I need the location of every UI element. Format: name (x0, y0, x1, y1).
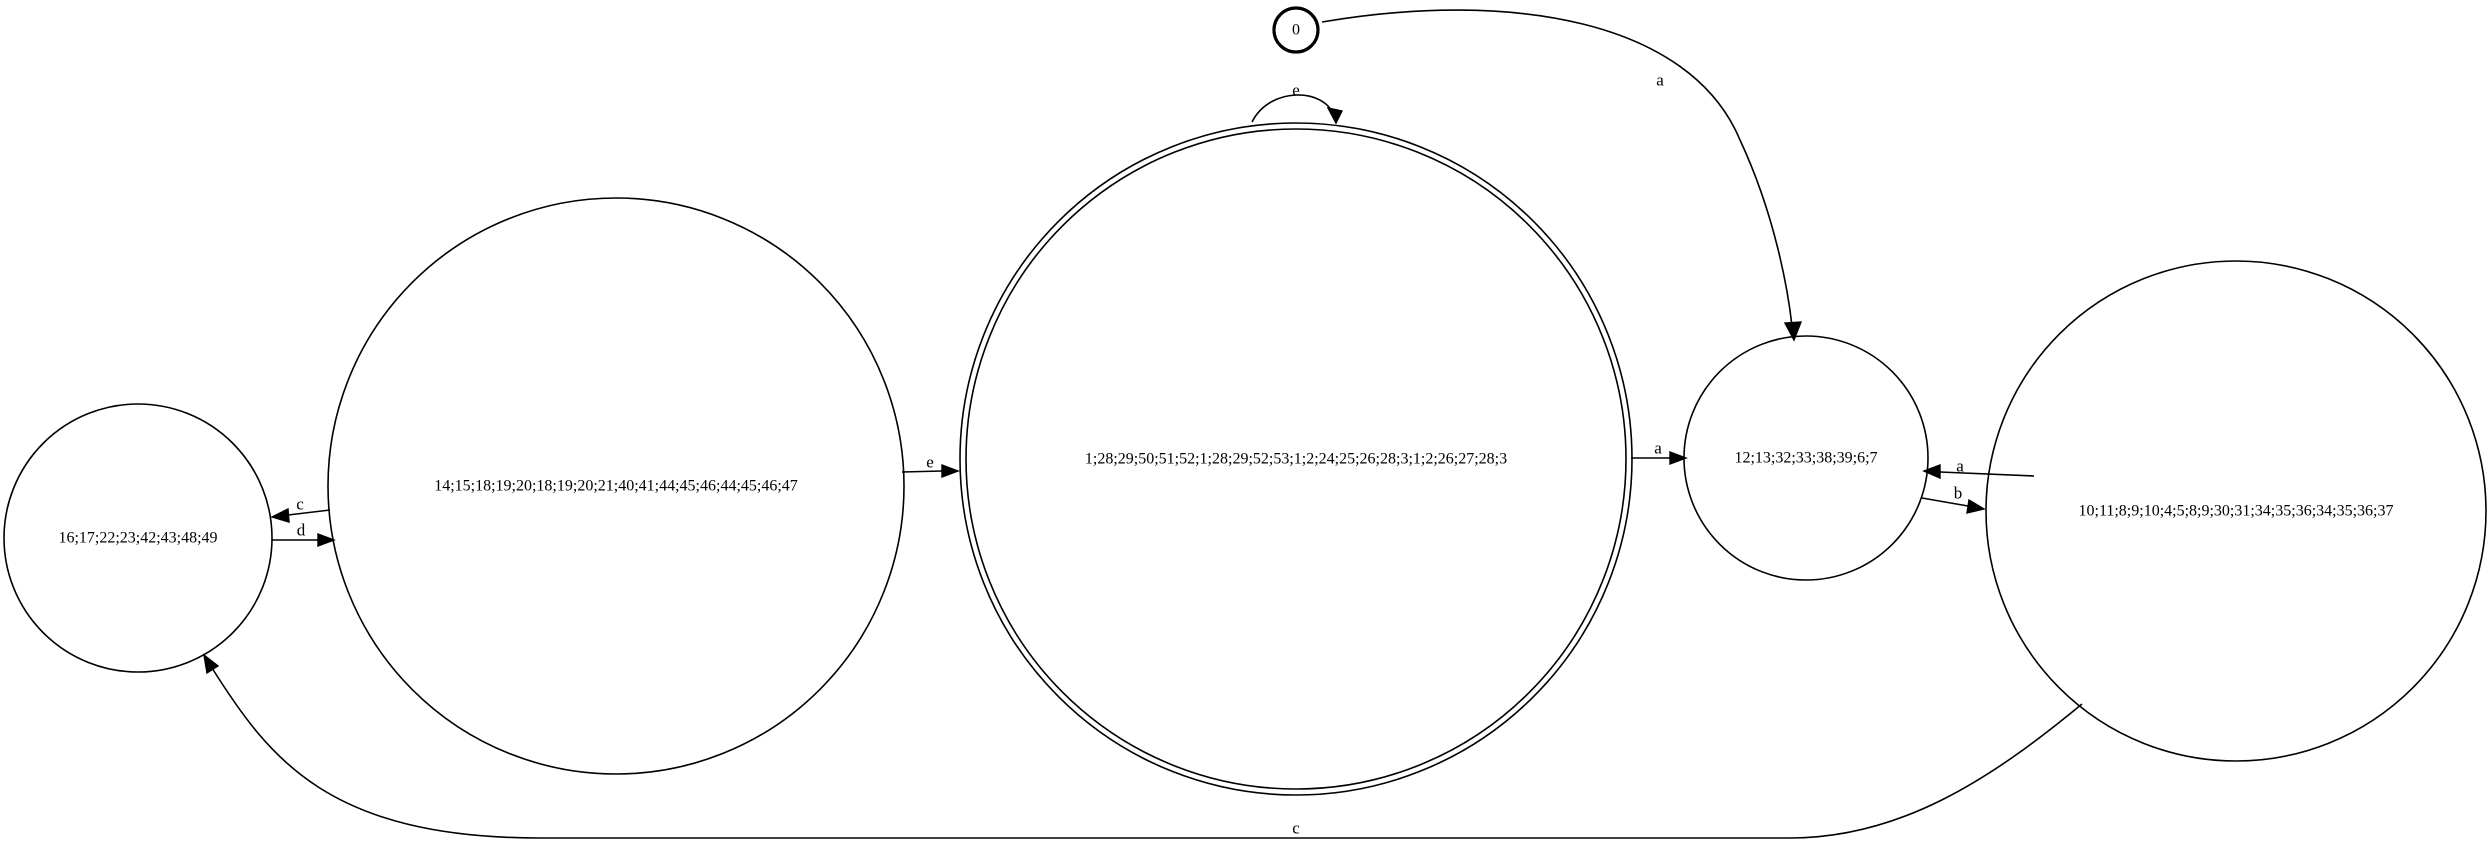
node-start[interactable]: 0 (1272, 6, 1320, 54)
edge-n10-to-n16 (211, 667, 2083, 839)
node-n1-inner-shape (965, 128, 1627, 790)
arrowhead-n12-to-n10 (1966, 498, 1986, 514)
arrowhead-start-to-n12 (1783, 321, 1803, 342)
node-n12[interactable]: 12;13;32;33;38;39;6;7 (1683, 335, 1929, 581)
node-n14-shape (327, 197, 905, 775)
edge-label-n14-to-n1: e (926, 453, 934, 472)
arrowhead-n1-loop (1326, 106, 1344, 125)
node-n16-shape (3, 403, 273, 673)
node-start-shape (1272, 6, 1320, 54)
arrowhead-n16-to-n14 (317, 532, 336, 548)
edge-label-n16-to-n14: d (297, 521, 306, 540)
edge-label-n1-to-n12: a (1654, 439, 1662, 458)
edge-n12-to-n10 (1921, 497, 1969, 507)
node-n10-label: 10;11;8;9;10;4;5;8;9;30;31;34;35;36;34;3… (2079, 503, 2394, 520)
arrowhead-n14-to-n1 (941, 463, 960, 479)
node-n14[interactable]: 14;15;18;19;20;18;19;20;21;40;41;44;45;4… (327, 197, 905, 775)
arrowhead-n1-to-n12 (1669, 450, 1688, 466)
node-n16[interactable]: 16;17;22;23;42;43;48;49 (3, 403, 273, 673)
edge-n10-to-n12 (1939, 471, 2035, 477)
edge-start-to-n12 (1321, 9, 1793, 327)
arrowhead-n10-to-n16 (203, 653, 220, 675)
edge-label-start-to-n12: a (1656, 71, 1664, 90)
node-start-label: 0 (1292, 22, 1300, 39)
arrowhead-n14-to-n16 (270, 507, 290, 523)
node-n12-shape (1683, 335, 1929, 581)
edge-label-n1-loop: e (1292, 81, 1300, 100)
edge-label-n10-to-n16: c (1292, 819, 1300, 838)
arrowhead-n10-to-n12 (1922, 463, 1941, 480)
node-n1-outer-shape (959, 122, 1633, 796)
node-n10-shape (1985, 260, 2487, 762)
nodes: 0 16;17;22;23;42;43;48;49 14;15;18;19;20… (3, 6, 2487, 796)
node-n1-label: 1;28;29;50;51;52;1;28;29;52;53;1;2;24;25… (1085, 451, 1507, 468)
edges: a e c d e a a b c (203, 9, 2083, 839)
edge-n14-to-n16 (287, 509, 331, 516)
node-n1[interactable]: 1;28;29;50;51;52;1;28;29;52;53;1;2;24;25… (959, 122, 1633, 796)
node-n14-label: 14;15;18;19;20;18;19;20;21;40;41;44;45;4… (434, 478, 798, 495)
edge-label-n10-to-n12: a (1956, 457, 1964, 476)
node-n10[interactable]: 10;11;8;9;10;4;5;8;9;30;31;34;35;36;34;3… (1985, 260, 2487, 762)
edge-label-n12-to-n10: b (1954, 484, 1963, 503)
node-n12-label: 12;13;32;33;38;39;6;7 (1734, 450, 1877, 467)
edge-label-n14-to-n16: c (296, 495, 304, 514)
edge-n14-to-n1 (901, 470, 943, 473)
node-n16-label: 16;17;22;23;42;43;48;49 (58, 530, 217, 547)
